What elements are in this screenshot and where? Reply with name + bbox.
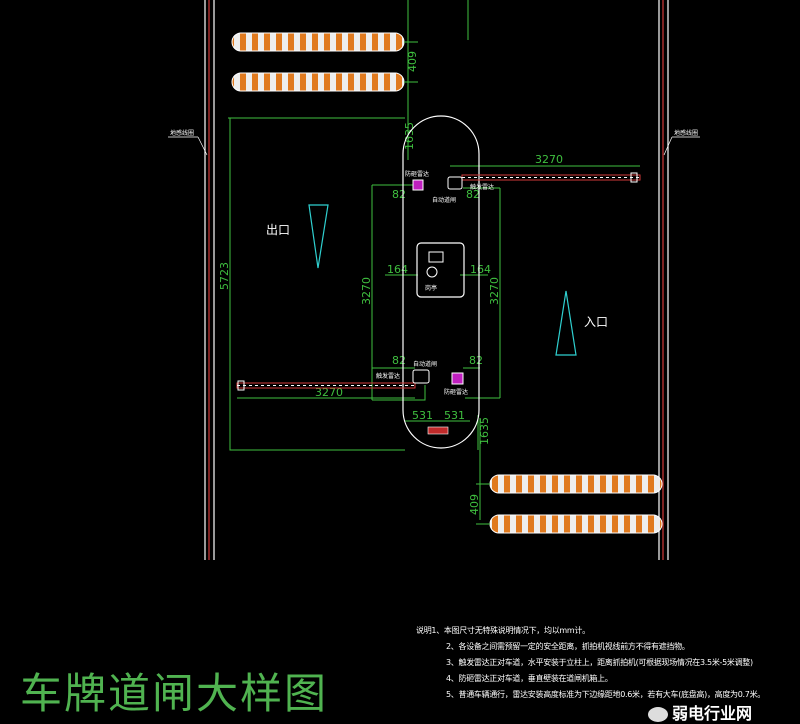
svg-text:触发雷达: 触发雷达 xyxy=(470,183,494,191)
wechat-icon xyxy=(648,707,668,722)
entry-arrow-icon xyxy=(555,290,577,356)
svg-text:自动道闸: 自动道闸 xyxy=(413,360,437,368)
dim-span-left: 3270 xyxy=(360,277,373,305)
dim-82-tl: 82 xyxy=(392,188,406,201)
note-5: 5、普通车辆通行，雷达安装高度标准为下边缘距地0.6米，若有大车(底盘高)，高度… xyxy=(446,690,765,699)
svg-text:岗亭: 岗亭 xyxy=(425,284,437,292)
loop-label-right: 地感线圈 xyxy=(674,129,698,137)
dim-booth-right: 164 xyxy=(470,263,491,276)
gate-device-top: 自动道闸 触发雷达 xyxy=(432,176,494,204)
dim-82-tr: 82 xyxy=(466,188,480,201)
svg-text:防砸雷达: 防砸雷达 xyxy=(405,170,429,178)
svg-text:防砸雷达: 防砸雷达 xyxy=(444,388,468,396)
radar-device-top: 防砸雷达 xyxy=(405,170,429,191)
dim-half-right: 531 xyxy=(444,409,465,422)
dim-bump-bottom: 409 xyxy=(468,494,481,515)
drawing-title: 车牌道闸大样图 xyxy=(20,669,329,718)
exit-arrow-icon xyxy=(308,204,329,269)
dim-island-top: 1635 xyxy=(403,122,416,150)
note-4: 4、防砸雷达正对车道，垂直壁装在道闸机箱上。 xyxy=(446,674,613,683)
safety-island xyxy=(402,115,480,449)
watermark: 弱电行业网 xyxy=(672,704,753,723)
gate-device-bottom: 自动道闸 触发雷达 xyxy=(376,360,437,384)
road-edge-right xyxy=(658,0,669,560)
radar-device-bottom: 防砸雷达 xyxy=(444,372,468,396)
barrier-arm-bottom xyxy=(236,380,416,391)
dim-82-bl: 82 xyxy=(392,354,406,367)
road-edge-left xyxy=(204,0,215,560)
dim-island-bottom: 1635 xyxy=(478,417,491,445)
entry-label: 入口 xyxy=(584,315,608,329)
dim-barrier-top: 3270 xyxy=(535,153,563,166)
dim-booth-left: 164 xyxy=(387,263,408,276)
dim-bump-top: 409 xyxy=(406,51,419,72)
dim-span-right: 3270 xyxy=(488,277,501,305)
note-3: 3、触发雷达正对车道，水平安装于立柱上，距离抓拍机(可根据现场情况在3.5米-5… xyxy=(446,658,753,667)
exit-label: 出口 xyxy=(266,223,290,237)
svg-text:触发雷达: 触发雷达 xyxy=(376,372,400,380)
sign-device xyxy=(427,426,449,435)
dim-82-br: 82 xyxy=(469,354,483,367)
dimension-texts: 409 409 1635 1635 3270 3270 82 82 82 82 … xyxy=(218,51,563,515)
dim-half-left: 531 xyxy=(412,409,433,422)
speed-bump xyxy=(231,32,663,534)
dim-overall: 5723 xyxy=(218,262,231,290)
dim-barrier-bottom: 3270 xyxy=(315,386,343,399)
note-1: 说明1、本图尺寸无特殊说明情况下，均以mm计。 xyxy=(416,626,590,635)
loop-leader-left: 地感线圈 xyxy=(168,129,208,156)
note-2: 2、各设备之间需预留一定的安全距离，抓拍机视线前方不得有遮挡物。 xyxy=(446,642,690,651)
barrier-arm-top xyxy=(461,172,641,183)
loop-leader-right: 地感线圈 xyxy=(663,129,700,156)
booth: 岗亭 xyxy=(416,242,465,298)
dimension-lines xyxy=(228,0,640,525)
loop-label-left: 地感线圈 xyxy=(170,129,194,137)
svg-text:自动道闸: 自动道闸 xyxy=(432,196,456,204)
